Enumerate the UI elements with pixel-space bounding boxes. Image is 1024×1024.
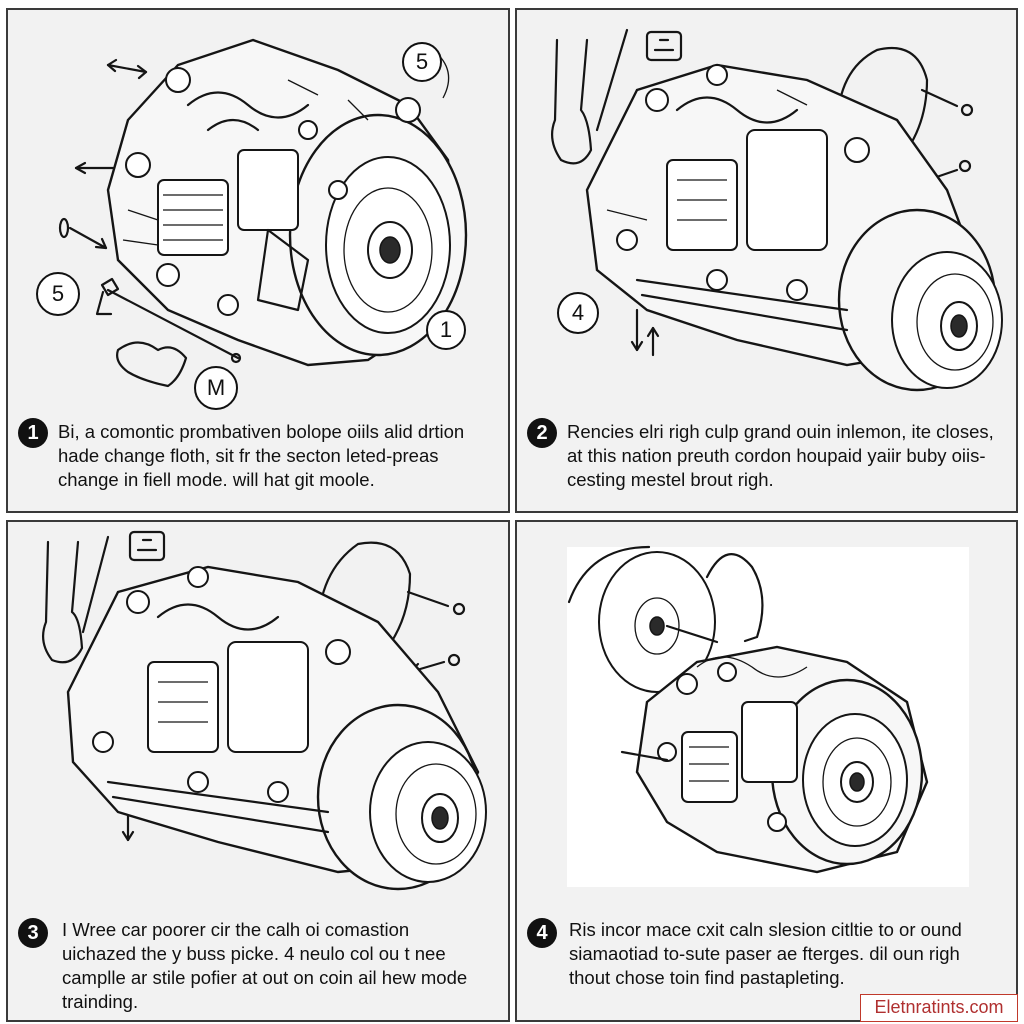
step-number-badge: 4 (527, 918, 557, 948)
caption-line: trainding. (62, 991, 139, 1012)
caption-line: camplle ar stile pofier at out on coin a… (62, 967, 468, 988)
callout-letter: M (194, 366, 238, 410)
caption-line: thout chose toin find pastapleting. (569, 967, 845, 988)
step-number-badge: 2 (527, 418, 557, 448)
hand-icon (316, 541, 412, 764)
step-panel-2: 4 2 Rencies elri righ culp grand ouin in… (515, 8, 1018, 513)
step-caption: Bi, a comontic prombativen bolope oiils … (58, 420, 464, 492)
hand-icon (705, 553, 764, 643)
cloth-icon (116, 341, 188, 388)
small-clip-icon (645, 30, 683, 62)
caption-line: uichazed the y buss picke. 4 neulo col o… (62, 943, 446, 964)
flywheel-disc-icon (567, 545, 719, 693)
caption-line: I Wree car poorer cir the calh oi comast… (62, 919, 410, 940)
step-number-badge: 1 (18, 418, 48, 448)
small-clip-icon (128, 530, 166, 562)
step-panel-1: 5 5 1 M 1 Bi, a comontic prombativen bol… (6, 8, 510, 513)
step-caption: Rencies elri righ culp grand ouin inlemo… (567, 420, 994, 492)
step-panel-4: 4 Ris incor mace cxit caln slesion citlt… (515, 520, 1018, 1022)
watermark: Eletnratints.com (860, 994, 1018, 1022)
caption-line: hade change floth, sit fr the secton let… (58, 445, 439, 466)
hand-icon (41, 535, 110, 664)
step-caption: I Wree car poorer cir the calh oi comast… (62, 918, 467, 1014)
transmission-illustration-3 (41, 530, 487, 891)
transmission-illustration-1 (58, 38, 468, 388)
step-panel-3: 3 I Wree car poorer cir the calh oi coma… (6, 520, 510, 1022)
caption-line: Ris incor mace cxit caln slesion citltie… (569, 919, 962, 940)
caption-line: change in fiell mode. will hat git moole… (58, 469, 375, 490)
transmission-illustration-2 (550, 28, 1003, 392)
caption-line: Bi, a comontic prombativen bolope oiils … (58, 421, 465, 442)
caption-line: siamaotiad to-sute paser ae fterges. dil… (569, 943, 960, 964)
callout-number: 5 (402, 42, 442, 82)
step-caption: Ris incor mace cxit caln slesion citltie… (569, 918, 962, 990)
callout-number: 1 (426, 310, 466, 350)
caption-line: at this nation preuth cordon houpaid yai… (567, 445, 986, 466)
caption-line: Rencies elri righ culp grand ouin inlemo… (567, 421, 994, 442)
wrench-icon (95, 277, 242, 364)
caption-line: cesting mestel brout righ. (567, 469, 774, 490)
hand-icon (835, 46, 929, 312)
callout-number: 5 (36, 272, 80, 316)
transmission-illustration-4 (567, 545, 969, 887)
hand-icon (550, 28, 629, 165)
arrow-icon (58, 58, 148, 250)
callout-number: 4 (557, 292, 599, 334)
step-number-badge: 3 (18, 918, 48, 948)
